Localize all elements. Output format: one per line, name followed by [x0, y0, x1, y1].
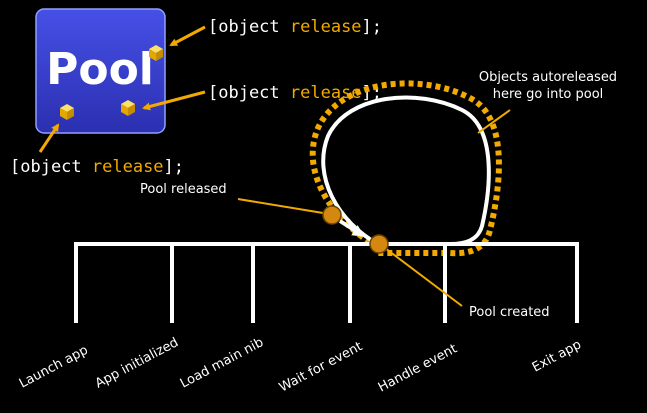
arrow-release-1: [169, 25, 206, 47]
arrow-release-3: [38, 123, 60, 153]
stage-label: Load main nib: [178, 335, 266, 391]
autoreleased-label-line2: here go into pool: [493, 87, 604, 102]
stage-label: Exit app: [530, 337, 584, 375]
object-cube-icon: [121, 100, 135, 116]
object-cube-icon: [149, 45, 163, 61]
pool-created-dot: [369, 234, 389, 254]
autoreleased-leader: [477, 109, 511, 134]
pool-released-label: Pool released: [140, 182, 227, 197]
pool-box-background: [35, 8, 166, 134]
pool-released-dot: [322, 205, 342, 225]
stage-label: App initialized: [93, 335, 181, 391]
stage-label: Handle event: [376, 341, 460, 395]
autorelease-region-outline: [309, 80, 502, 257]
release-code-1: [object release];: [208, 17, 382, 37]
pool-box: Pool: [35, 8, 166, 134]
object-cube-icon: [60, 104, 74, 120]
pool-created-label: Pool created: [469, 305, 550, 320]
pool-title: Pool: [46, 44, 154, 95]
flow-arrow: [338, 219, 365, 237]
event-loop-path: [321, 95, 491, 246]
autoreleased-label-line1: Objects autoreleased: [479, 70, 617, 85]
arrow-release-2: [142, 90, 206, 111]
timeline-ticks: [74, 242, 579, 323]
stage-label: Launch app: [17, 343, 91, 392]
pool-created-leader: [380, 244, 463, 307]
release-code-3: [object release];: [10, 157, 184, 177]
pool-released-leader: [237, 198, 324, 214]
stage-label: Wait for event: [277, 339, 365, 395]
